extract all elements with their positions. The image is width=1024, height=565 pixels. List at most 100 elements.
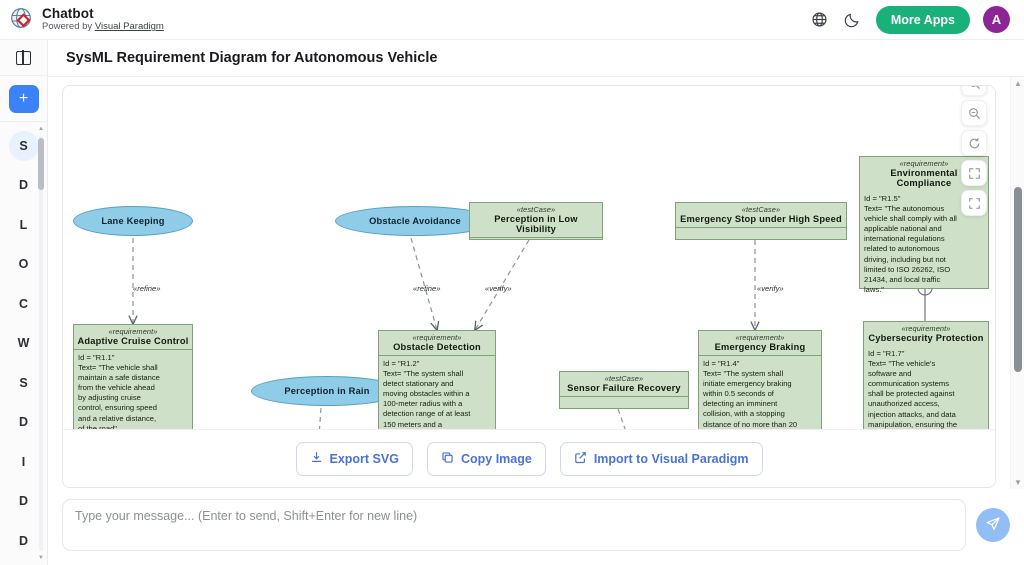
node-name: Sensor Failure Recovery (567, 383, 681, 393)
chat-item-4[interactable]: C (18, 296, 29, 311)
node-compartment (676, 228, 846, 239)
chat-item-1[interactable]: D (18, 178, 29, 193)
edge-label-verify-emergency-stop: «verify» (757, 284, 784, 293)
top-bar: Chatbot Powered by Visual Paradigm More … (0, 0, 1024, 40)
requirement-environmental-compliance[interactable]: «requirement» Environmental Compliance I… (859, 156, 989, 294)
usecase-lane-keeping[interactable]: Lane Keeping (73, 206, 193, 236)
node-body-text: Id = "R1.1" Text= "The vehicle shall mai… (78, 353, 160, 431)
message-composer (48, 489, 1024, 565)
download-icon (310, 451, 323, 467)
diagram-card: Lane Keeping Obstacle Avoidance Percepti… (62, 85, 996, 488)
requirement-obstacle-detection[interactable]: «requirement» Obstacle Detection Id = "R… (378, 330, 496, 431)
diagram-actions: Export SVG Copy Image (63, 429, 995, 487)
chat-item-0[interactable]: S (8, 131, 39, 161)
copy-image-button[interactable]: Copy Image (426, 441, 546, 476)
node-body-text: Id = "R1.4" Text= "The system shall init… (703, 359, 798, 431)
page-title: SysML Requirement Diagram for Autonomous… (48, 40, 1024, 77)
zoom-out-icon[interactable] (961, 100, 987, 126)
chat-item-2[interactable]: L (19, 217, 28, 232)
chat-item-10[interactable]: D (18, 533, 29, 548)
chat-scroll-up-arrow[interactable]: ▲ (1014, 79, 1022, 88)
chat-messages: Lane Keeping Obstacle Avoidance Percepti… (48, 77, 1010, 489)
rail-scrollbar-track[interactable] (39, 136, 43, 551)
chat-item-5[interactable]: W (17, 336, 30, 351)
node-name: Environmental Compliance (890, 168, 958, 188)
powered-by-prefix: Powered by (42, 21, 95, 33)
diagram-edges (63, 237, 933, 431)
diagram-canvas[interactable]: Lane Keeping Obstacle Avoidance Percepti… (63, 86, 995, 431)
node-name: Emergency Stop under High Speed (680, 214, 842, 224)
export-svg-label: Export SVG (329, 451, 399, 466)
zoom-toolbar (961, 86, 987, 216)
rail-scroll-up-arrow[interactable]: ▲ (38, 126, 44, 132)
chat-list: S D L O C W S D I D D ▲ ▼ (0, 122, 47, 565)
node-compartment (470, 238, 602, 239)
fit-screen-icon[interactable] (961, 160, 987, 186)
testcase-emergency-stop-under-high-speed[interactable]: «testCase» Emergency Stop under High Spe… (675, 202, 847, 240)
moon-icon[interactable] (843, 10, 863, 30)
node-divider (560, 396, 688, 397)
node-body-text: Id = "R1.7" Text= "The vehicle's softwar… (868, 349, 958, 431)
avatar[interactable]: A (983, 6, 1010, 33)
stereotype-label: «requirement» (899, 159, 949, 168)
usecase-perception-in-rain[interactable]: Perception in Rain (251, 376, 403, 406)
chat-item-8[interactable]: I (21, 454, 26, 469)
node-name: Obstacle Detection (393, 342, 481, 352)
node-divider (699, 355, 821, 356)
left-rail: + S D L O C W S D I D D ▲ ▼ (0, 40, 48, 565)
requirement-cybersecurity-protection[interactable]: «requirement» Cybersecurity Protection I… (863, 321, 989, 431)
testcase-sensor-failure-recovery[interactable]: «testCase» Sensor Failure Recovery (559, 371, 689, 409)
new-chat-button[interactable]: + (8, 85, 39, 113)
rail-scrollbar[interactable]: ▲ ▼ (38, 126, 44, 561)
node-name: Perception in Low Visibility (494, 214, 578, 234)
chat-scrollbar[interactable]: ▲ ▼ (1010, 77, 1024, 489)
requirement-emergency-braking[interactable]: «requirement» Emergency Braking Id = "R1… (698, 330, 822, 431)
message-input[interactable] (62, 499, 966, 551)
topbar-actions: More Apps A (810, 5, 1010, 34)
chat-scroll-down-arrow[interactable]: ▼ (1014, 478, 1022, 487)
import-to-visual-paradigm-button[interactable]: Import to Visual Paradigm (559, 441, 763, 476)
chat-scroll-area: Lane Keeping Obstacle Avoidance Percepti… (48, 77, 1024, 489)
visual-paradigm-link[interactable]: Visual Paradigm (94, 21, 164, 33)
stereotype-label: «requirement» (901, 324, 951, 333)
testcase-perception-in-low-visibility[interactable]: «testCase» Perception in Low Visibility (469, 202, 603, 240)
edge-label-refine-lane: «refine» (133, 284, 161, 293)
reset-view-icon[interactable] (961, 130, 987, 156)
chat-item-7[interactable]: D (18, 415, 29, 430)
external-link-icon (574, 451, 587, 467)
app-title: Chatbot (42, 5, 94, 21)
fullscreen-icon[interactable] (961, 190, 987, 216)
node-divider (74, 349, 192, 350)
chat-item-3[interactable]: O (18, 257, 29, 272)
node-name: Cybersecurity Protection (868, 333, 984, 343)
brand: Chatbot Powered by Visual Paradigm (10, 5, 164, 33)
rail-scrollbar-thumb[interactable] (38, 138, 44, 190)
diagram-canvas-viewport[interactable]: Lane Keeping Obstacle Avoidance Percepti… (63, 86, 995, 431)
node-divider (379, 355, 495, 356)
panel-toggle-icon (16, 49, 31, 66)
zoom-in-icon[interactable] (961, 86, 987, 96)
node-name: Emergency Braking (714, 342, 806, 352)
node-compartment (560, 397, 688, 408)
export-svg-button[interactable]: Export SVG (295, 441, 413, 476)
edge-label-refine-obstacle: «refine» (413, 284, 441, 293)
globe-icon[interactable] (810, 10, 830, 30)
rail-divider (0, 121, 47, 122)
send-button[interactable] (976, 508, 1010, 542)
visual-paradigm-logo-icon (10, 7, 34, 31)
panel-toggle-button[interactable] (0, 40, 47, 76)
copy-icon (441, 451, 454, 467)
stereotype-label: «testCase» (741, 205, 781, 214)
chat-scrollbar-thumb[interactable] (1014, 187, 1022, 372)
stereotype-label: «testCase» (516, 205, 556, 214)
chat-item-6[interactable]: S (19, 375, 28, 390)
copy-image-label: Copy Image (460, 451, 532, 466)
chat-item-9[interactable]: D (18, 494, 29, 509)
body-row: + S D L O C W S D I D D ▲ ▼ (0, 40, 1024, 565)
node-divider (470, 237, 602, 238)
rail-scroll-down-arrow[interactable]: ▼ (38, 555, 44, 561)
more-apps-button[interactable]: More Apps (875, 5, 970, 34)
requirement-adaptive-cruise-control[interactable]: «requirement» Adaptive Cruise Control Id… (73, 324, 193, 431)
stereotype-label: «testCase» (604, 374, 644, 383)
